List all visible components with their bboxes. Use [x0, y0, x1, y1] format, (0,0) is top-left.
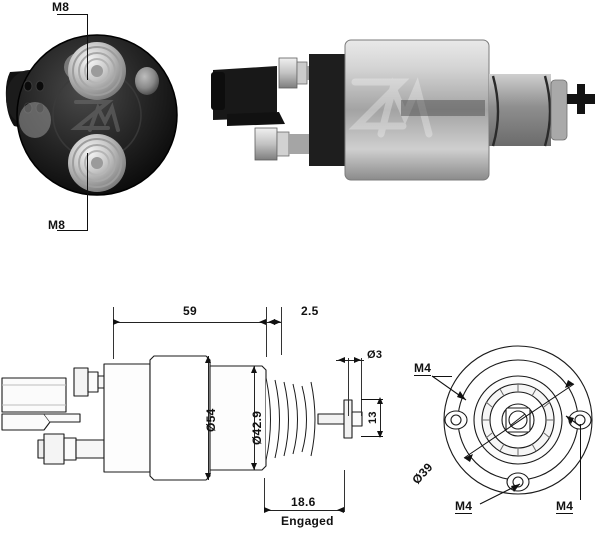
dimension-label-dia39: Ø39	[409, 460, 436, 487]
extension-line-2_5-right	[281, 307, 282, 355]
dimension-line-dia3	[336, 360, 364, 362]
arrow-18_6-left	[264, 507, 271, 513]
arrow-13-top	[377, 397, 383, 404]
dimension-label-dia54: Ø54	[204, 408, 218, 432]
arrow-dia54-top	[205, 356, 211, 363]
arrow-dia54-bottom	[205, 473, 211, 480]
dimension-note-engaged: Engaged	[281, 514, 334, 528]
dimension-label-13: 13	[367, 411, 379, 424]
arrow-2_5-left	[268, 319, 275, 325]
end-face-photo	[4, 24, 180, 206]
extension-line-59-right	[266, 307, 267, 357]
dimension-label-2_5: 2.5	[301, 304, 319, 318]
side-view-photo	[205, 22, 595, 202]
extension-line-dia3-right	[361, 358, 362, 416]
arrow-59-right	[259, 319, 266, 325]
thread-label-m4-upper-left: M4	[414, 361, 432, 376]
leader-m4-upper-left	[431, 375, 467, 401]
extension-line-13-top	[361, 399, 383, 400]
extension-line-18_6-right	[344, 470, 345, 512]
arrow-dia3-right	[354, 357, 361, 363]
thread-label-m4-lower-left: M4	[455, 499, 473, 514]
leader-m4-lower-right-v	[580, 424, 582, 500]
label-m8-bottom: M8	[48, 218, 66, 232]
dimension-line-59	[113, 322, 266, 324]
dimension-line-18_6	[264, 510, 344, 512]
dimension-line-dia42_9	[254, 366, 256, 470]
leader-m8-bottom-vertical	[87, 153, 89, 231]
extension-line-59-left	[113, 307, 114, 359]
leader-m8-top-vertical	[87, 14, 89, 80]
terminal-upper	[68, 42, 126, 100]
arrow-dia42_9-bottom	[251, 463, 257, 470]
leader-m4-lower-right	[565, 415, 581, 427]
leader-m4-upper-left-h	[432, 376, 452, 378]
terminal-lower	[68, 134, 126, 192]
arrow-dia42_9-top	[251, 366, 257, 373]
end-elevation-drawing	[440, 340, 600, 515]
leader-m8-top-horizontal	[57, 14, 88, 16]
arrow-13-bottom	[377, 431, 383, 438]
side-elevation-drawing	[0, 330, 363, 505]
extension-line-dia3-left	[348, 358, 349, 416]
dimension-label-dia3: Ø3	[367, 349, 383, 361]
extension-line-13-bottom	[361, 436, 383, 437]
arrow-dia3-left	[338, 357, 345, 363]
leader-m4-lower-left	[479, 483, 521, 505]
arrow-2_5-right	[274, 319, 281, 325]
dimension-line-13	[380, 399, 382, 436]
thread-label-m4-lower-right: M4	[556, 499, 574, 514]
label-m8-top: M8	[52, 0, 70, 14]
dimension-label-18_6: 18.6	[291, 495, 316, 509]
extension-line-18_6-left	[264, 478, 265, 512]
leader-m8-bottom-horizontal	[57, 230, 88, 232]
arrow-59-left	[113, 319, 120, 325]
dimension-label-59: 59	[183, 304, 197, 318]
dimension-line-dia54	[208, 356, 210, 480]
dimension-label-dia42_9: Ø42.9	[250, 410, 264, 445]
arrow-18_6-right	[337, 507, 344, 513]
